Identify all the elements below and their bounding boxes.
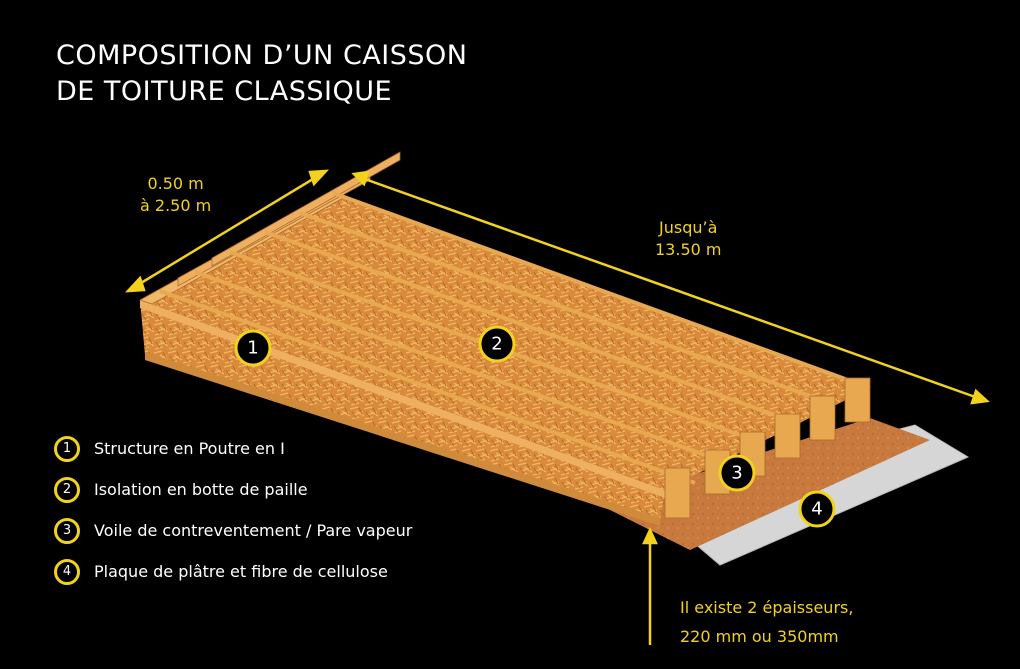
note-line-2: 220 mm ou 350mm [680,627,839,646]
width-arrow [135,174,319,288]
legend-label: Isolation en botte de paille [94,480,308,499]
dimension-arrows [124,169,990,645]
legend-badge: 3 [54,517,80,544]
length-line-1: Jusqu’à [659,218,718,237]
legend: 1 Structure en Poutre en I 2 Isolation e… [54,428,412,592]
width-dimension-label: 0.50 m à 2.50 m [140,173,211,217]
length-dimension-label: Jusqu’à 13.50 m [655,217,721,261]
svg-text:2: 2 [491,334,502,355]
title-line-2: DE TOITURE CLASSIQUE [56,76,393,107]
legend-label: Structure en Poutre en I [94,439,285,458]
legend-item: 2 Isolation en botte de paille [54,469,412,510]
width-line-1: 0.50 m [147,174,204,193]
length-line-2: 13.50 m [655,240,722,259]
diagram-marker-1: 1 [234,329,272,367]
legend-label: Voile de contreventement / Pare vapeur [94,521,413,540]
legend-label: Plaque de plâtre et fibre de cellulose [94,562,388,581]
svg-text:4: 4 [811,499,822,520]
diagram-marker-2: 2 [478,325,516,363]
diagram-marker-3: 3 [718,454,756,492]
thickness-note: Il existe 2 épaisseurs, 220 mm ou 350mm [680,593,853,651]
width-line-2: à 2.50 m [140,196,212,215]
legend-item: 1 Structure en Poutre en I [54,428,412,469]
length-arrow [361,176,979,400]
svg-text:1: 1 [247,338,258,359]
legend-badge: 4 [54,558,80,585]
legend-item: 3 Voile de contreventement / Pare vapeur [54,510,412,551]
svg-text:3: 3 [731,463,742,484]
page-title: COMPOSITION D’UN CAISSON DE TOITURE CLAS… [56,38,467,110]
title-line-1: COMPOSITION D’UN CAISSON [56,40,468,71]
diagram-marker-4: 4 [798,490,836,528]
legend-badge: 2 [54,476,80,503]
legend-badge: 1 [54,435,80,462]
note-line-1: Il existe 2 épaisseurs, [680,598,854,617]
legend-item: 4 Plaque de plâtre et fibre de cellulose [54,551,412,592]
